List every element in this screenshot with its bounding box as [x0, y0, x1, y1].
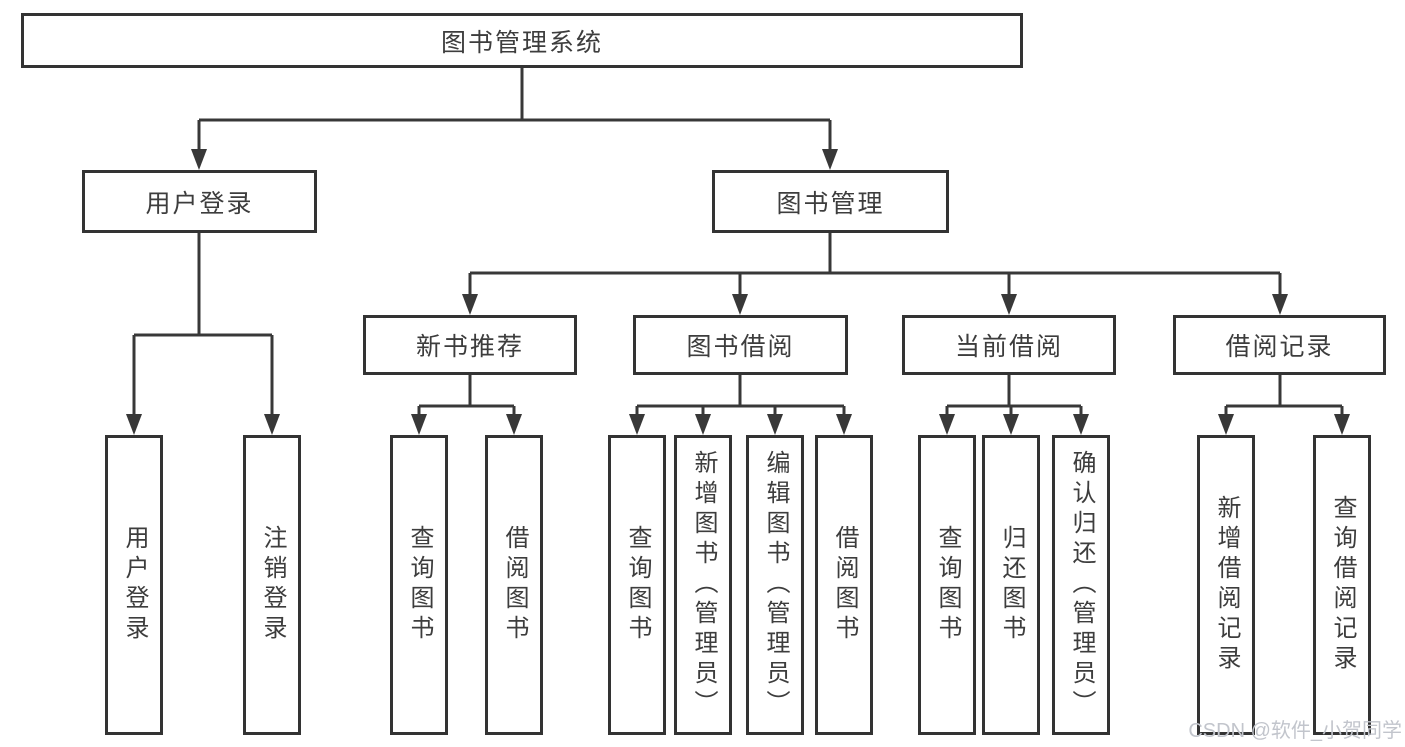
arrow-icon — [1272, 294, 1288, 315]
arrow-icon — [1001, 294, 1017, 315]
leaf-current-confirm-return-admin-label: 确认归还（管理员） — [1068, 450, 1095, 720]
leaf-current-return-books: 归还图书 — [982, 435, 1040, 735]
arrow-icon — [732, 294, 748, 315]
connector-new-book-recommend-branch — [417, 375, 516, 418]
leaf-borrowing-borrow-books: 借阅图书 — [815, 435, 873, 735]
arrow-icon — [411, 414, 427, 435]
leaf-records-add-record: 新增借阅记录 — [1197, 435, 1255, 735]
leaf-borrowing-query-books: 查询图书 — [608, 435, 666, 735]
leaf-borrowing-query-books-label: 查询图书 — [624, 525, 651, 645]
node-book-management: 图书管理 — [712, 170, 949, 233]
node-root: 图书管理系统 — [21, 13, 1023, 68]
node-current-borrowing-label: 当前借阅 — [954, 333, 1063, 361]
arrow-icon — [695, 414, 711, 435]
leaf-current-query-books: 查询图书 — [918, 435, 976, 735]
arrow-icon — [939, 414, 955, 435]
connector-borrowing-records-branch — [1224, 375, 1344, 418]
node-current-borrowing: 当前借阅 — [902, 315, 1116, 375]
node-user-login: 用户登录 — [82, 170, 317, 233]
arrow-icon — [1073, 414, 1089, 435]
leaf-borrowing-borrow-books-label: 借阅图书 — [831, 525, 858, 645]
leaf-records-query-record-label: 查询借阅记录 — [1329, 495, 1356, 675]
leaf-user-login-label: 用户登录 — [121, 525, 148, 645]
arrow-icon — [506, 414, 522, 435]
leaf-recommend-borrow-books-label: 借阅图书 — [501, 525, 528, 645]
connector-current-borrowing-branch — [945, 375, 1083, 418]
arrow-icon — [767, 414, 783, 435]
watermark: CSDN @软件_小贺同学 — [1188, 720, 1402, 742]
connector-book-borrowing-branch — [635, 375, 846, 418]
leaf-logout-login-label: 注销登录 — [259, 525, 286, 645]
leaf-user-login: 用户登录 — [105, 435, 163, 735]
arrow-icon — [191, 149, 207, 170]
node-borrowing-records: 借阅记录 — [1173, 315, 1386, 375]
arrow-icon — [1218, 414, 1234, 435]
leaf-borrowing-edit-books-admin-label: 编辑图书（管理员） — [762, 450, 789, 720]
leaf-recommend-borrow-books: 借阅图书 — [485, 435, 543, 735]
leaf-borrowing-edit-books-admin: 编辑图书（管理员） — [746, 435, 804, 735]
node-root-label: 图书管理系统 — [440, 28, 603, 57]
leaf-borrowing-add-books-admin: 新增图书（管理员） — [674, 435, 732, 735]
arrow-icon — [1003, 414, 1019, 435]
arrow-icon — [264, 414, 280, 435]
arrow-icon — [822, 149, 838, 170]
node-new-book-recommend-label: 新书推荐 — [415, 333, 524, 361]
connector-book-management-branch — [468, 233, 1282, 297]
connector-user-login-branch — [132, 233, 274, 417]
leaf-records-add-record-label: 新增借阅记录 — [1213, 495, 1240, 675]
leaf-current-confirm-return-admin: 确认归还（管理员） — [1052, 435, 1110, 735]
arrow-icon — [1334, 414, 1350, 435]
node-new-book-recommend: 新书推荐 — [363, 315, 577, 375]
node-user-login-label: 用户登录 — [145, 189, 254, 218]
leaf-current-return-books-label: 归还图书 — [998, 525, 1025, 645]
leaf-recommend-query-books-label: 查询图书 — [406, 525, 433, 645]
arrow-icon — [836, 414, 852, 435]
leaf-borrowing-add-books-admin-label: 新增图书（管理员） — [690, 450, 717, 720]
node-book-management-label: 图书管理 — [776, 189, 885, 218]
arrow-icon — [126, 414, 142, 435]
leaf-records-query-record: 查询借阅记录 — [1313, 435, 1371, 735]
arrow-icon — [462, 294, 478, 315]
node-borrowing-records-label: 借阅记录 — [1225, 333, 1334, 361]
arrow-icon — [629, 414, 645, 435]
node-book-borrowing: 图书借阅 — [633, 315, 848, 375]
leaf-logout-login: 注销登录 — [243, 435, 301, 735]
leaf-recommend-query-books: 查询图书 — [390, 435, 448, 735]
node-book-borrowing-label: 图书借阅 — [686, 333, 795, 361]
arrowheads — [126, 149, 1350, 435]
leaf-current-query-books-label: 查询图书 — [934, 525, 961, 645]
connector-root-branch — [197, 68, 832, 152]
